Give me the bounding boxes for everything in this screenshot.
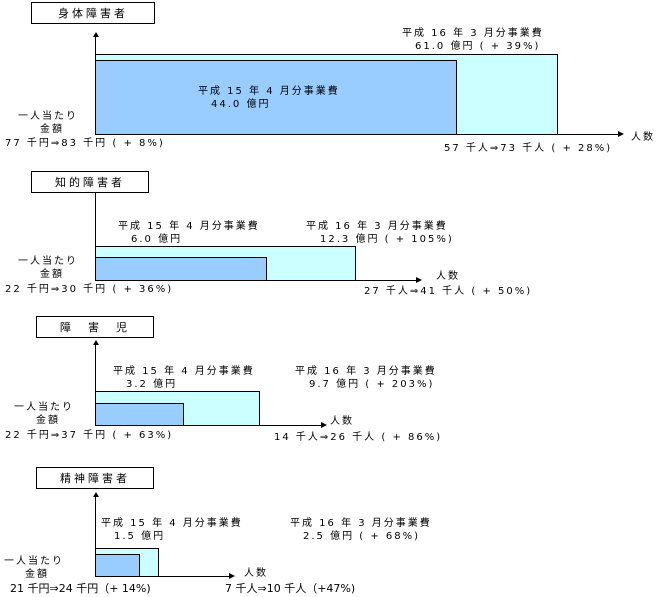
x-axis-arrow-icon [321, 422, 327, 428]
y-axis-label-line1: 一人当たり [18, 111, 78, 122]
y-axis-label-line2: 金額 [40, 124, 64, 135]
per-person-change: 77 千円⇒83 千円 ( + 8%) [5, 138, 165, 149]
x-axis-label: 人数 [436, 271, 460, 282]
y-axis-arrow-icon [93, 340, 99, 345]
h16-label: 平成 16 年 3 月分事業費 [402, 28, 544, 39]
h16-label: 平成 16 年 3 月分事業費 [306, 221, 448, 232]
people-change: 7 千人⇒10 千人（+47%) [225, 582, 356, 595]
people-change: 57 千人⇒73 千人 ( + 28%) [444, 143, 613, 154]
y-axis-label-line1: 一人当たり [4, 556, 64, 567]
h15-label: 平成 15 年 4 月分事業費 [198, 86, 340, 97]
x-axis [355, 280, 417, 281]
per-person-change: 22 千円⇒37 千円 ( + 63%) [5, 430, 174, 441]
h15-cost-rect [95, 554, 140, 577]
y-axis [95, 496, 96, 577]
h16-label: 平成 16 年 3 月分事業費 [290, 518, 432, 529]
x-axis-arrow-icon [416, 277, 422, 283]
h16-value: 12.3 億円 ( + 105%) [320, 234, 454, 245]
people-change: 14 千人⇒26 千人 ( + 86%) [274, 432, 443, 443]
y-axis [95, 344, 96, 425]
h15-label: 平成 15 年 4 月分事業費 [113, 366, 255, 377]
y-axis-arrow-icon [93, 492, 99, 497]
h15-value: 44.0 億円 [211, 99, 271, 110]
h16-value: 2.5 億円 ( + 68%) [303, 531, 421, 542]
x-axis-label: 人数 [330, 416, 354, 427]
category-title: 知的障害者 [31, 171, 149, 193]
y-axis-label-line2: 金額 [25, 569, 49, 580]
h15-value: 1.5 億円 [114, 531, 166, 542]
x-axis-arrow-icon [618, 131, 624, 137]
y-axis-label-line2: 金額 [40, 269, 64, 280]
h15-label: 平成 15 年 4 月分事業費 [118, 221, 260, 232]
people-change: 27 千人⇒41 千人 ( + 50%) [364, 286, 533, 297]
per-person-change: 22 千円⇒30 千円 ( + 36%) [5, 284, 174, 295]
h15-cost-rect [95, 257, 267, 281]
y-axis-label-line2: 金額 [36, 415, 60, 426]
h15-cost-rect [95, 60, 457, 135]
h15-cost-rect [95, 403, 184, 426]
h15-label: 平成 15 年 4 月分事業費 [101, 518, 243, 529]
h16-value: 61.0 億円 ( + 39%) [415, 41, 541, 52]
h15-value: 6.0 億円 [131, 234, 183, 245]
y-axis-label-line1: 一人当たり [14, 402, 74, 413]
y-axis-arrow-icon [93, 32, 99, 37]
category-title: 障 害 児 [36, 316, 154, 338]
x-axis-arrow-icon [229, 573, 235, 579]
y-axis-label-line1: 一人当たり [18, 256, 78, 267]
per-person-change: 21 千円⇒24 千円（+ 14%) [10, 582, 151, 595]
x-axis [250, 425, 322, 426]
category-title: 身体障害者 [31, 2, 155, 24]
x-axis-label: 人数 [244, 568, 268, 579]
category-title: 精神障害者 [36, 467, 154, 489]
x-axis-label: 人数 [631, 132, 655, 143]
x-axis [158, 576, 230, 577]
h15-value: 3.2 億円 [126, 379, 178, 390]
x-axis [557, 134, 619, 135]
h16-label: 平成 16 年 3 月分事業費 [295, 366, 437, 377]
y-axis [95, 193, 96, 280]
h16-value: 9.7 億円 ( + 203%) [309, 379, 435, 390]
